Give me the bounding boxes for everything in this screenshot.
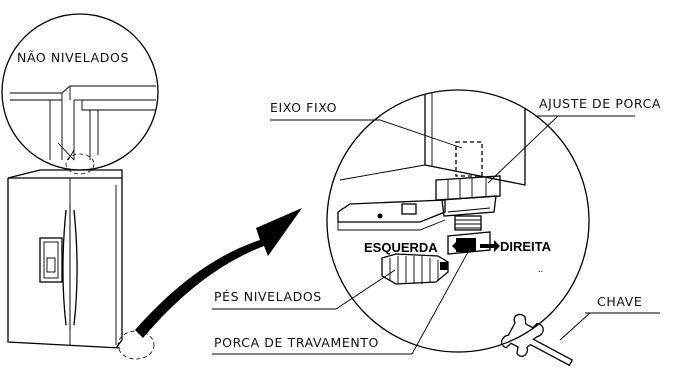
left-direction-label: ESQUERDA <box>364 240 438 255</box>
right-direction-label: DIREITA <box>500 239 552 254</box>
callouts: EIXO FIXO AJUSTE DE PORCA PÉS NIVELADOS … <box>212 96 661 355</box>
wrench-label: CHAVE <box>597 294 642 309</box>
svg-text:..: .. <box>538 264 543 274</box>
refrigerator-icon <box>7 153 155 360</box>
not-leveled-detail: NÃO NIVELADOS <box>1 13 159 171</box>
curved-arrow-icon <box>135 208 302 338</box>
nut-adjust-label: AJUSTE DE PORCA <box>539 96 661 111</box>
leveled-feet-label: PÉS NIVELADOS <box>214 289 322 304</box>
fixed-axis-label: EIXO FIXO <box>270 100 337 115</box>
lock-nut-label: PORCA DE TRAVAMENTO <box>214 335 379 350</box>
not-leveled-label: NÃO NIVELADOS <box>17 50 129 65</box>
wrench-icon <box>500 313 574 367</box>
leveling-foot-detail: .. ESQUERDA DIREITA <box>326 89 590 353</box>
